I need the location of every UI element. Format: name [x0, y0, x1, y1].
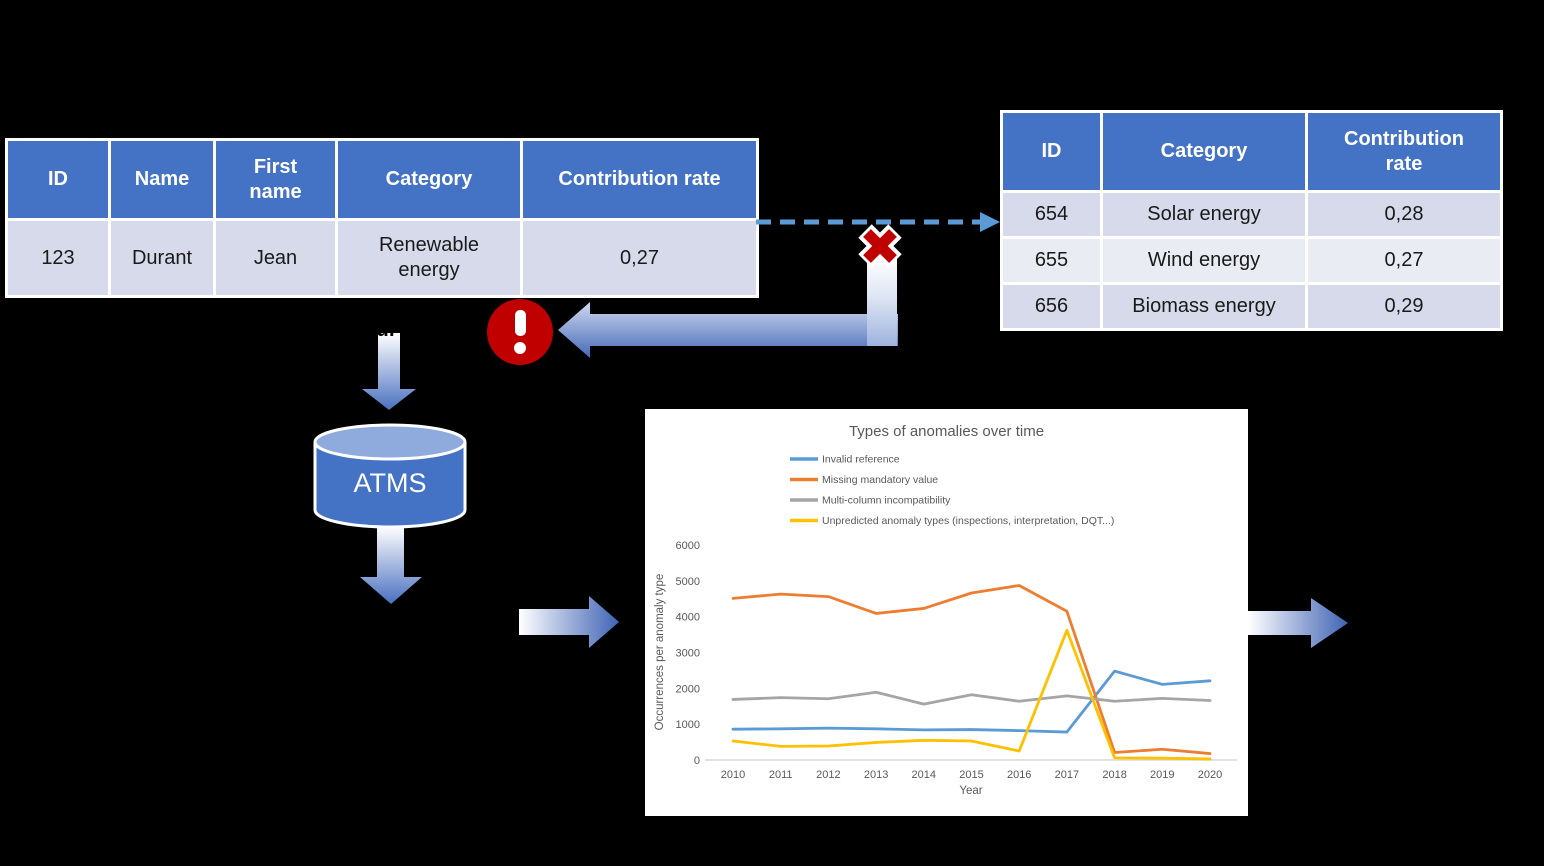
cell-id: 656 [1000, 282, 1103, 331]
x-tick-label: 2019 [1150, 769, 1174, 781]
y-tick-label: 6000 [676, 540, 700, 552]
cell-name: Durant [108, 218, 216, 298]
y-tick-label: 1000 [676, 719, 700, 731]
cell-category: Renewable energy [335, 218, 523, 298]
database-cylinder: ATMS [313, 423, 467, 529]
cell-category: Wind energy [1100, 236, 1308, 285]
cell-id: 654 [1000, 190, 1103, 239]
cell-category: Biomass energy [1100, 282, 1308, 331]
table-header-row: ID Category Contribution rate [1000, 110, 1503, 193]
clipped-text-fragment: ul [376, 318, 395, 341]
warning-exclamation-icon [487, 299, 553, 365]
header-cell-category: Category [335, 138, 523, 221]
arrow-into-chart [519, 596, 619, 648]
series-line [731, 584, 1212, 755]
header-cell-name: Name [108, 138, 216, 221]
table-header-row: ID Name First name Category Contribution… [5, 138, 759, 221]
x-tick-label: 2010 [721, 769, 745, 781]
cylinder-body [313, 442, 467, 529]
table-row: 654 Solar energy 0,28 [1000, 190, 1503, 239]
x-axis-label: Year [959, 785, 983, 797]
cell-contribution-rate: 0,28 [1305, 190, 1503, 239]
table-row: 655 Wind energy 0,27 [1000, 236, 1503, 285]
dashed-lookup-arrow [756, 212, 1000, 232]
y-tick-label: 4000 [676, 612, 700, 624]
legend-label: Unpredicted anomaly types (inspections, … [822, 515, 1114, 527]
cell-first-name: Jean [213, 218, 338, 298]
arrowhead-icon [980, 212, 1000, 232]
down-arrow-to-database [362, 333, 416, 410]
reference-category-table: ID Category Contribution rate 654 Solar … [1000, 110, 1503, 331]
right-arrow-shape [1248, 598, 1348, 648]
x-tick-label: 2012 [816, 769, 840, 781]
cell-id: 123 [5, 218, 111, 298]
y-tick-label: 5000 [676, 576, 700, 588]
x-tick-label: 2017 [1055, 769, 1079, 781]
down-arrow-from-database [360, 527, 422, 604]
cylinder-top [313, 423, 467, 461]
database-label: ATMS [354, 468, 427, 498]
feedback-arrow [558, 302, 898, 358]
cell-contribution-rate: 0,27 [1305, 236, 1503, 285]
cell-category: Solar energy [1100, 190, 1308, 239]
header-cell-first-name: First name [213, 138, 338, 221]
header-cell-contribution-rate: Contribution rate [520, 138, 759, 221]
y-tick-label: 0 [694, 755, 700, 767]
legend-label: Multi-column incompatibility [822, 495, 951, 507]
header-cell-contribution-rate: Contribution rate [1305, 110, 1503, 193]
x-tick-label: 2014 [912, 769, 936, 781]
header-cell-id: ID [5, 138, 111, 221]
y-tick-label: 3000 [676, 648, 700, 660]
x-tick-label: 2018 [1102, 769, 1126, 781]
x-tick-label: 2011 [769, 769, 793, 781]
legend-label: Missing mandatory value [822, 474, 938, 486]
line-chart: 0 1000 2000 3000 4000 5000 6000 2010 2011 2012 201… [676, 454, 1237, 781]
feedback-arrow-vertical-bar [867, 256, 897, 346]
right-arrow-shape [519, 596, 619, 648]
x-tick-label: 2015 [959, 769, 983, 781]
cell-contribution-rate: 0,27 [520, 218, 759, 298]
chart-title: Types of anomalies over time [848, 423, 1045, 440]
anomalies-chart-panel: Types of anomalies over time Occurrences… [645, 409, 1248, 816]
header-cell-id: ID [1000, 110, 1103, 193]
source-record-table: ID Name First name Category Contribution… [5, 138, 759, 298]
table-row: 656 Biomass energy 0,29 [1000, 282, 1503, 331]
x-tick-label: 2013 [864, 769, 888, 781]
header-cell-category: Category [1100, 110, 1308, 193]
cell-id: 655 [1000, 236, 1103, 285]
x-tick-label: 2020 [1198, 769, 1222, 781]
error-x-icon [858, 224, 902, 268]
arrow-out-of-chart [1248, 598, 1348, 648]
series-line [731, 628, 1212, 761]
series-line [731, 690, 1212, 706]
series-line [731, 669, 1212, 734]
down-arrow-shape [360, 527, 422, 604]
down-arrow-shape [362, 333, 416, 410]
x-tick-label: 2016 [1007, 769, 1031, 781]
table-row: 123 Durant Jean Renewable energy 0,27 [5, 218, 759, 298]
left-arrow-shape [558, 302, 898, 358]
legend-label: Invalid reference [822, 454, 900, 466]
cell-contribution-rate: 0,29 [1305, 282, 1503, 331]
y-tick-label: 2000 [676, 683, 700, 695]
